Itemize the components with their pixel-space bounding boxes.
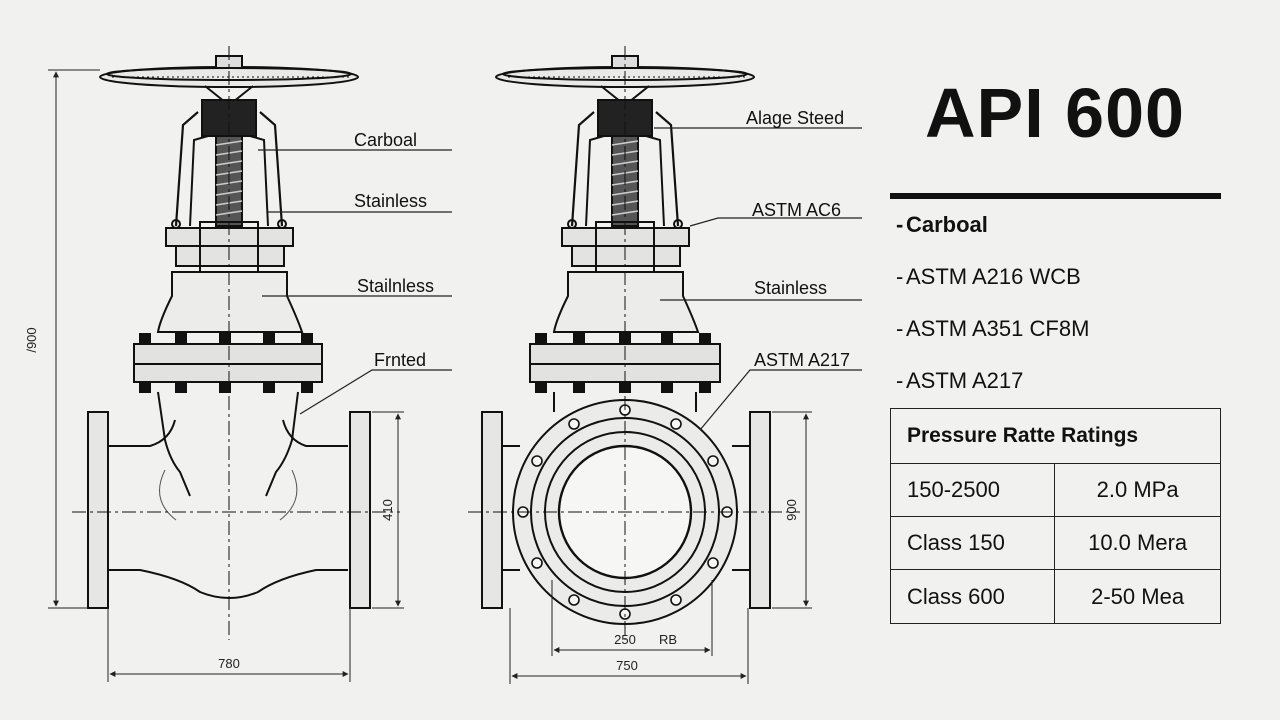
left-length-dim: 780 [218,656,240,671]
right-callout-4: ASTM A217 [754,350,850,370]
left-valve-view [72,46,400,640]
standard-title: API 600 [925,74,1185,152]
material-item: -ASTM A217 [896,368,1024,393]
left-callout-2: Stainless [354,191,427,211]
material-label: ASTM A216 WCB [906,264,1081,289]
left-flange-dim: 410 [380,499,395,521]
title-rule [890,193,1221,199]
right-bore-note: RB [659,632,677,647]
right-bore-dim: 250 [614,632,636,647]
material-label: ASTM A217 [906,368,1024,393]
material-item: -Carboal [896,212,988,237]
value-cell: 2.0 MPa [1054,462,1221,518]
right-callout-1: Alage Steed [746,108,844,128]
right-dimensions [509,411,812,684]
table-header-row: Pressure Ratte Ratings [890,408,1221,464]
left-height-dim: /900 [24,327,39,352]
material-item: -ASTM A216 WCB [896,264,1081,289]
left-leaders [258,149,452,415]
left-callout-1: Carboal [354,130,417,150]
right-callout-2: ASTM AC6 [752,200,841,220]
value-cell: 10.0 Mera [1054,515,1221,571]
right-callout-3: Stainless [754,278,827,298]
class-cell: Class 600 [889,569,1056,624]
class-cell: 150-2500 [889,462,1056,518]
material-label: Carboal [906,212,988,237]
value-cell: 2-50 Mea [1054,569,1221,624]
right-flange-dim: 900 [784,499,799,521]
right-length-dim: 750 [616,658,638,673]
table-row: Class 600 2-50 Mea [889,569,1221,624]
material-label: ASTM A351 CF8M [906,316,1090,341]
table-row: 150-2500 2.0 MPa [889,462,1221,518]
left-dimensions [48,69,404,682]
table-row: Class 150 10.0 Mera [889,515,1221,571]
material-item: -ASTM A351 CF8M [896,316,1090,341]
class-cell: Class 150 [889,515,1056,571]
table-header: Pressure Ratte Ratings [890,408,1221,464]
left-callout-3: Stailnless [357,276,434,296]
right-valve-view [468,46,800,640]
pressure-ratings-table: Pressure Ratte Ratings 150-2500 2.0 MPa … [889,408,1221,624]
right-leaders [654,127,862,431]
left-callout-4: Frnted [374,350,426,370]
